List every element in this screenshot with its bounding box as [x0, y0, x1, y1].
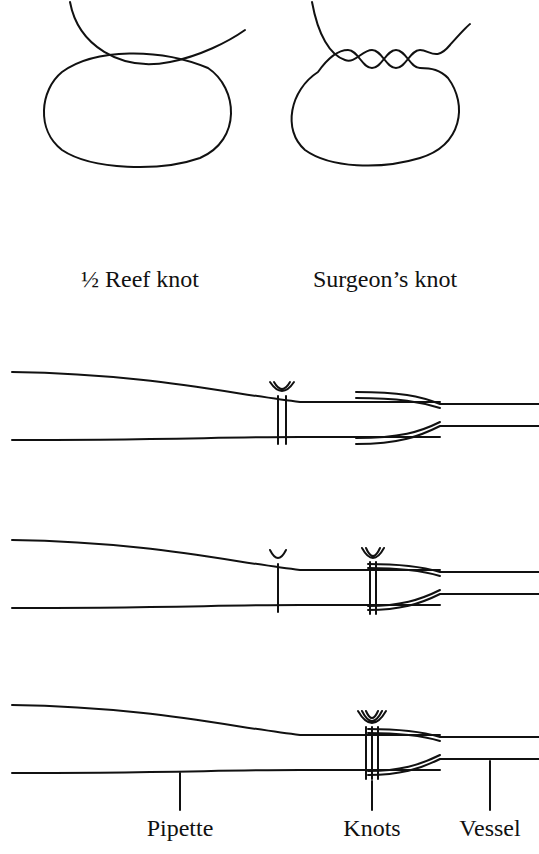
- pipette-vessel-row-2: [12, 540, 539, 614]
- knot-caption: ½ Reef knot: [79, 266, 201, 292]
- reef-knot-drawing: [44, 2, 245, 167]
- pipette-vessel-row-3: [12, 705, 539, 779]
- leader-lines: [180, 761, 490, 810]
- surgeons-knot-drawing: [292, 2, 470, 166]
- part-label: Pipette: [145, 815, 216, 841]
- part-label: Knots: [341, 815, 402, 841]
- knot-caption: Surgeon’s knot: [311, 266, 459, 292]
- pipette-vessel-row-1: [12, 372, 539, 444]
- part-label: Vessel: [457, 815, 522, 841]
